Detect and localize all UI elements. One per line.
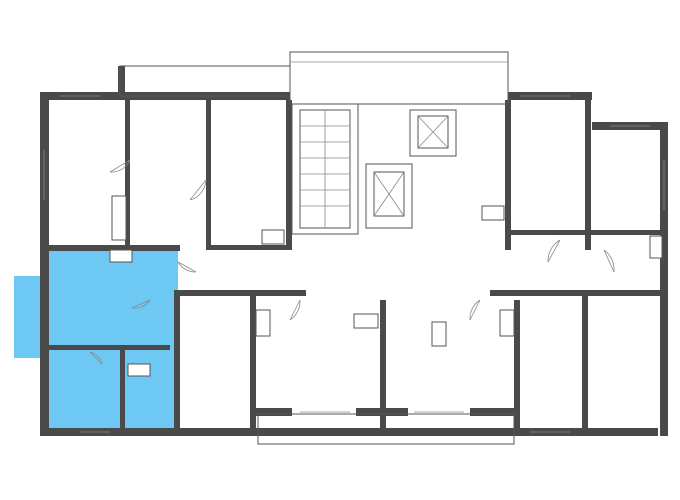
- windows: [43, 95, 665, 433]
- door-swings: [89, 159, 615, 365]
- highlighted-room-main: [48, 248, 178, 348]
- interior-walls: [40, 100, 660, 430]
- highlighted-apartment[interactable]: [14, 248, 178, 430]
- balconies: [119, 65, 515, 445]
- bathroom-fixtures: [109, 195, 663, 377]
- highlighted-room-lower: [48, 348, 174, 430]
- stair-elevator-core: [289, 51, 509, 235]
- highlighted-balcony: [14, 276, 40, 358]
